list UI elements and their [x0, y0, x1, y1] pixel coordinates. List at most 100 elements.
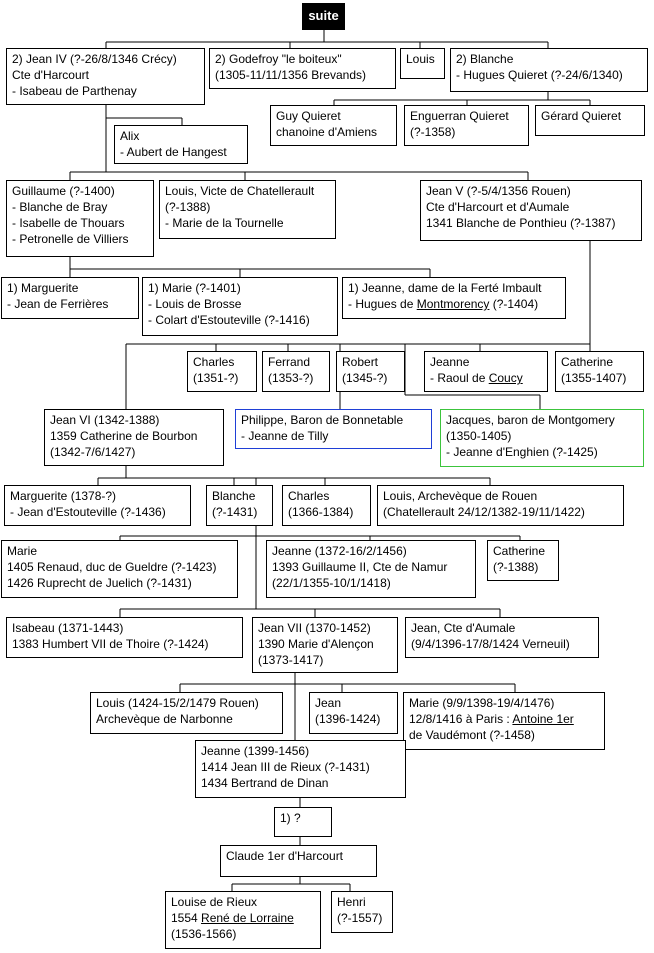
line: Jacques, baron de Montgomery: [446, 413, 615, 427]
line: Gérard Quieret: [541, 109, 622, 123]
line: (?-1388): [165, 200, 211, 214]
person-jacques: Jacques, baron de Montgomery (1350-1405)…: [440, 409, 644, 467]
person-gerard-quieret: Gérard Quieret: [535, 105, 645, 136]
person-jean-vii: Jean VII (1370-1452) 1390 Marie d'Alenço…: [252, 617, 398, 673]
line: - Petronelle de Villiers: [12, 232, 129, 246]
line: - Blanche de Bray: [12, 200, 108, 214]
text: 1554: [171, 911, 202, 925]
person-blanche: 2) Blanche - Hugues Quieret (?-24/6/1340…: [450, 48, 648, 92]
line: Jeanne (1399-1456): [201, 744, 310, 758]
line: (1396-1424): [315, 712, 381, 726]
line: Louise de Rieux: [171, 895, 258, 909]
line: (1305-11/11/1356 Brevands): [215, 68, 366, 82]
person-marguerite-1378: Marguerite (1378-?) - Jean d'Estoutevill…: [4, 485, 191, 526]
line: (1353-?): [268, 371, 314, 385]
link-montmorency[interactable]: Montmorency: [416, 297, 490, 311]
line: (1373-1417): [258, 653, 324, 667]
line: (1351-?): [193, 371, 239, 385]
line: Louis, Victe de Chatellerault: [165, 184, 315, 198]
person-jeanne-namur: Jeanne (1372-16/2/1456) 1393 Guillaume I…: [266, 540, 476, 598]
text: 12/8/1416 à Paris :: [409, 712, 513, 726]
person-louis-archeveque: Louis, Archevèque de Rouen (Chatelleraul…: [377, 485, 624, 526]
line: 2) Jean IV (?-26/8/1346 Crécy): [12, 52, 177, 66]
line: Philippe, Baron de Bonnetable: [241, 413, 404, 427]
line: Cte d'Harcourt: [12, 68, 89, 82]
line: (1355-1407): [561, 371, 627, 385]
line: Ferrand: [268, 355, 311, 369]
line: (Chatellerault 24/12/1382-19/11/1422): [383, 505, 585, 519]
line: Jean VII (1370-1452): [258, 621, 371, 635]
line: Enguerran Quieret: [410, 109, 509, 123]
line: Marie: [7, 544, 38, 558]
link-coucy[interactable]: Coucy: [488, 371, 523, 385]
line: Robert: [342, 355, 379, 369]
line: Archevèque de Narbonne: [96, 712, 233, 726]
line: 2) Blanche: [456, 52, 514, 66]
line: Louis, Archevèque de Rouen: [383, 489, 538, 503]
line: Jean, Cte d'Aumale: [411, 621, 516, 635]
line: Cte d'Harcourt et d'Aumale: [426, 200, 570, 214]
person-louis-vicomte: Louis, Victe de Chatellerault (?-1388) -…: [159, 180, 336, 239]
line: Jean V (?-5/4/1356 Rouen): [426, 184, 571, 198]
line: Catherine: [493, 544, 546, 558]
person-jeanne-ferte-imbault: 1) Jeanne, dame de la Ferté Imbault - Hu…: [342, 277, 566, 319]
line: 12/8/1416 à Paris : Antoine 1er: [409, 711, 601, 727]
line: de Vaudémont (?-1458): [409, 728, 535, 742]
person-alix: Alix - Aubert de Hangest: [114, 125, 248, 164]
person-unknown: 1) ?: [274, 807, 332, 837]
line: (9/4/1396-17/8/1424 Verneuil): [411, 637, 570, 651]
line: (1536-1566): [171, 927, 237, 941]
person-charles: Charles (1351-?): [187, 351, 257, 392]
line: - Marie de la Tournelle: [165, 216, 284, 230]
line: 1393 Guillaume II, Cte de Namur: [272, 560, 448, 574]
line: 1341 Blanche de Ponthieu (?-1387): [426, 216, 616, 230]
line: 1414 Jean III de Rieux (?-1431): [201, 760, 370, 774]
line: Alix: [120, 129, 140, 143]
person-catherine: Catherine (1355-1407): [555, 351, 644, 392]
line: Jeanne (1372-16/2/1456): [272, 544, 407, 558]
line: Jean VI (1342-1388): [50, 413, 160, 427]
person-jean-aumale: Jean, Cte d'Aumale (9/4/1396-17/8/1424 V…: [405, 617, 599, 658]
line: 2) Godefroy "le boiteux": [215, 52, 342, 66]
person-godefroy: 2) Godefroy "le boiteux" (1305-11/11/135…: [209, 48, 396, 89]
person-jean-vi: Jean VI (1342-1388) 1359 Catherine de Bo…: [44, 409, 224, 466]
link-antoine[interactable]: Antoine 1er: [512, 712, 574, 726]
person-jeanne-rieux: Jeanne (1399-1456) 1414 Jean III de Rieu…: [195, 740, 406, 798]
line: chanoine d'Amiens: [276, 125, 378, 139]
person-catherine-1388: Catherine (?-1388): [487, 540, 559, 581]
line: Charles: [193, 355, 235, 369]
person-marguerite: 1) Marguerite - Jean de Ferrières: [1, 277, 139, 319]
line: 1) Marguerite: [7, 281, 79, 295]
line: - Louis de Brosse: [148, 297, 242, 311]
person-robert: Robert (1345-?): [336, 351, 405, 392]
line: Marguerite (1378-?): [10, 489, 117, 503]
line: (1366-1384): [288, 505, 354, 519]
person-isabeau: Isabeau (1371-1443) 1383 Humbert VII de …: [6, 617, 243, 658]
person-jeanne-coucy: Jeanne - Raoul de Coucy: [424, 351, 548, 392]
line: (1345-?): [342, 371, 388, 385]
line: (?-1431): [212, 505, 258, 519]
person-jean-v: Jean V (?-5/4/1356 Rouen) Cte d'Harcourt…: [420, 180, 642, 241]
line: 1405 Renaud, duc de Gueldre (?-1423): [7, 560, 217, 574]
line: Guy Quieret: [276, 109, 341, 123]
line: (?-1358): [410, 125, 456, 139]
person-jean-iv: 2) Jean IV (?-26/8/1346 Crécy) Cte d'Har…: [6, 48, 205, 105]
person-marie-gueldre: Marie 1405 Renaud, duc de Gueldre (?-142…: [1, 540, 238, 598]
line: Jean: [315, 696, 342, 710]
person-jean-1396: Jean (1396-1424): [309, 692, 398, 734]
line: Guillaume (?-1400): [12, 184, 115, 198]
line: 1) Marie (?-1401): [148, 281, 241, 295]
text: - Raoul de: [430, 371, 489, 385]
line: (1350-1405): [446, 429, 512, 443]
person-guillaume: Guillaume (?-1400) - Blanche de Bray - I…: [6, 180, 154, 257]
person-enguerran-quieret: Enguerran Quieret (?-1358): [404, 105, 529, 146]
line: - Hugues Quieret (?-24/6/1340): [456, 68, 623, 82]
link-rene-de-lorraine[interactable]: René de Lorraine: [201, 911, 294, 925]
line: Blanche: [212, 489, 256, 503]
line: Marie (9/9/1398-19/4/1476): [409, 696, 555, 710]
line: Louis (1424-15/2/1479 Rouen): [96, 696, 259, 710]
line: - Jean de Ferrières: [7, 297, 109, 311]
line: - Jean d'Estouteville (?-1436): [10, 505, 166, 519]
line: - Raoul de Coucy: [430, 370, 544, 386]
person-charles-1366: Charles (1366-1384): [282, 485, 371, 526]
